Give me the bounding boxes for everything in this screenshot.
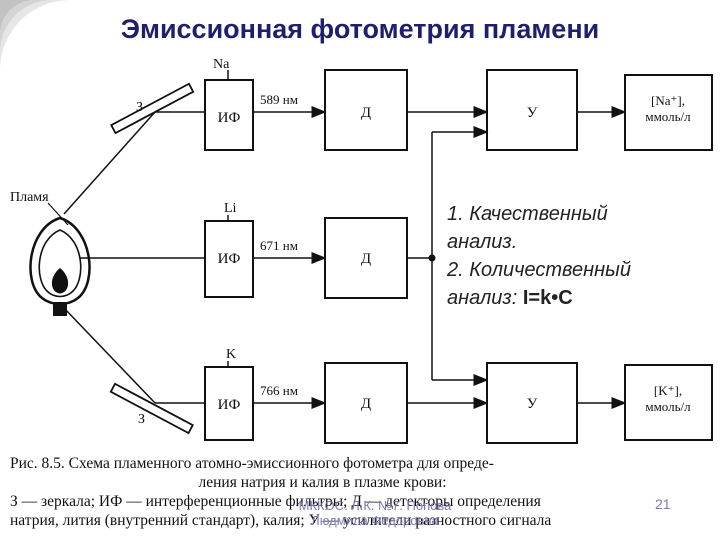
output-k-line2: ммоль/л: [645, 399, 691, 414]
footer-author: МККОС. Л.К. №7. Попова Людмила Федоровна: [275, 498, 475, 528]
ray-na: [63, 111, 156, 215]
caption-line-3: З — зеркала; ИФ — интерференционные филь…: [10, 493, 541, 510]
note-line-4-prefix: анализ:: [447, 287, 523, 309]
amplifier-box-k: [486, 362, 578, 444]
ray-k: [63, 307, 156, 404]
formula: I=k•C: [522, 287, 573, 309]
note-line-3: 2. Количественный: [447, 259, 631, 281]
filter-box-na: [204, 79, 254, 151]
note-line-2: анализ.: [447, 231, 518, 253]
note-line-4: анализ: I=k•C: [447, 284, 712, 312]
element-label-k: K: [226, 347, 236, 362]
amplifier-label-na: У: [527, 105, 538, 121]
wavelength-k: 766 нм: [260, 383, 298, 398]
amplifier-box-na: [486, 69, 578, 151]
wavelength-li: 671 нм: [260, 238, 298, 253]
footer-line-1: МККОС. Л.К. №7. Попова: [298, 498, 452, 513]
analysis-notes: 1. Качественный анализ. 2. Количественны…: [447, 200, 712, 312]
page-title: Эмиссионная фотометрия пламени: [120, 14, 600, 44]
element-label-li: Li: [224, 201, 237, 216]
filter-box-k: [204, 366, 254, 441]
amplifier-label-k: У: [527, 396, 538, 412]
note-line-1: 1. Качественный: [447, 203, 608, 225]
output-na-line2: ммоль/л: [645, 109, 691, 124]
mirror-label-na: З: [136, 100, 143, 115]
output-na-line1: [Na⁺],: [651, 93, 685, 108]
detector-box-na: [324, 69, 408, 151]
caption-line-4: натрия, лития (внутренний стандарт), кал…: [10, 512, 552, 529]
footer-line-2: Людмила Федоровна: [311, 513, 439, 528]
element-label-na: Na: [213, 57, 230, 72]
wavelength-na: 589 нм: [260, 92, 298, 107]
filter-label-na: ИФ: [218, 110, 241, 126]
filter-label-li: ИФ: [218, 251, 241, 267]
filter-label-k: ИФ: [218, 397, 241, 413]
mirror-k: [109, 382, 194, 435]
mirror-label-k: З: [138, 412, 145, 427]
output-box-na: [624, 74, 713, 151]
flame-label: Пламя: [10, 190, 49, 205]
detector-box-li: [324, 217, 408, 299]
mirror-na: [110, 82, 195, 135]
corner-decoration: [0, 0, 70, 70]
output-k-line1: [K⁺],: [654, 383, 682, 398]
caption-line-2: ления натрия и калия в плазме крови:: [198, 474, 447, 491]
detector-box-k: [324, 362, 408, 444]
detector-label-na: Д: [361, 105, 371, 121]
figure-caption: Рис. 8.5. Схема пламенного атомно-эмисси…: [10, 454, 715, 530]
page-number: 21: [655, 496, 671, 512]
flame-burner: [29, 216, 91, 316]
detector-label-li: Д: [361, 251, 371, 267]
output-box-k: [624, 364, 713, 441]
detector-label-k: Д: [361, 396, 371, 412]
filter-box-li: [204, 220, 254, 298]
caption-line-1: Рис. 8.5. Схема пламенного атомно-эмисси…: [10, 455, 494, 472]
